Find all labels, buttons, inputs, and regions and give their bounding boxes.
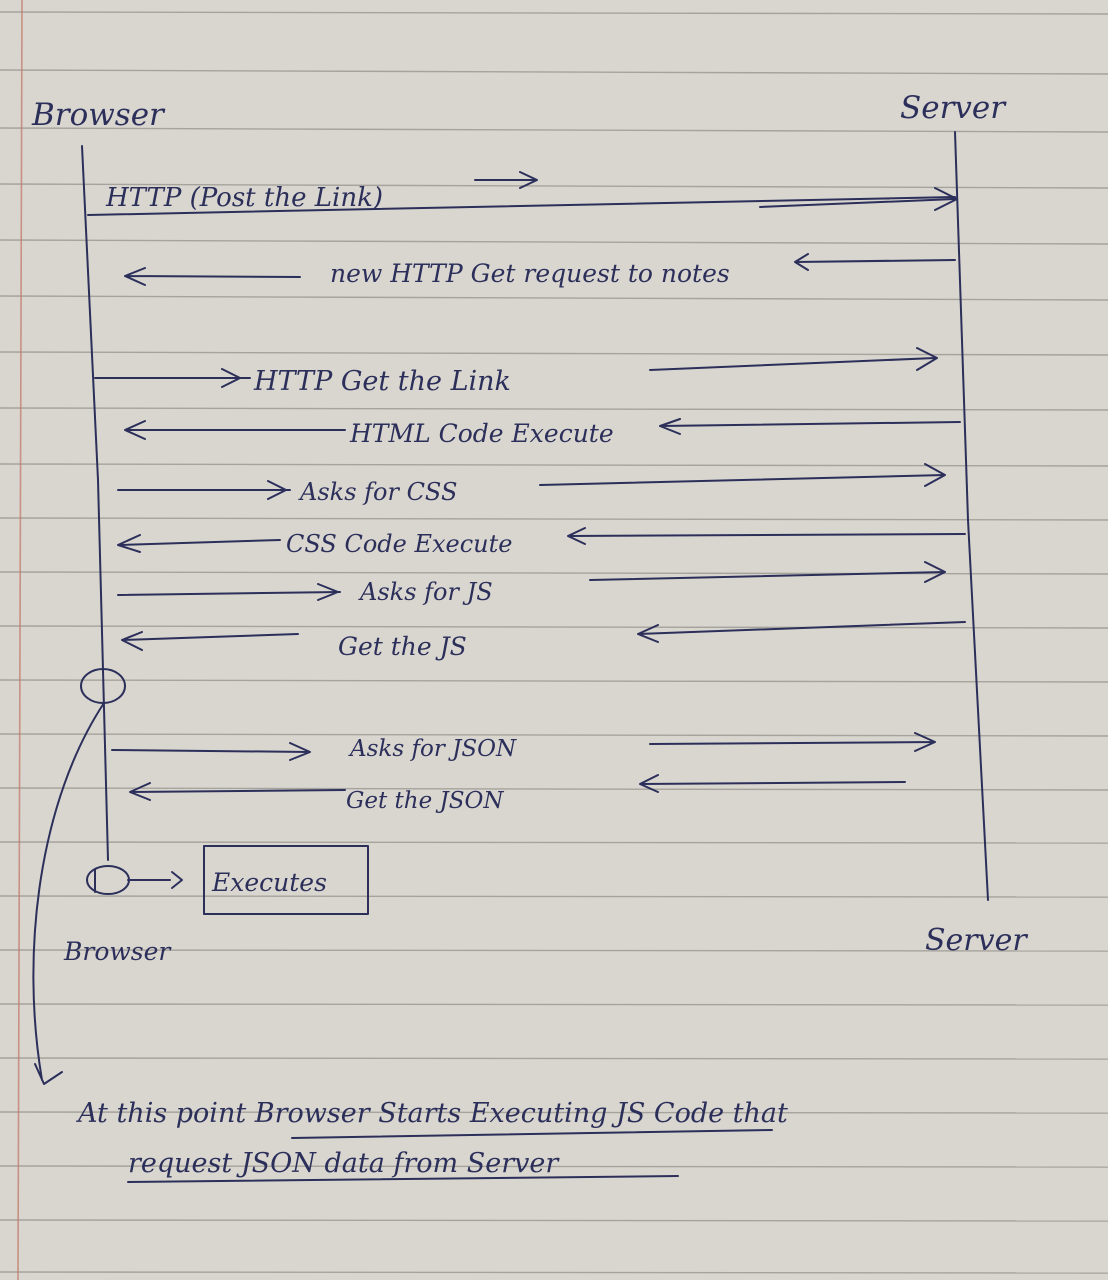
arrow-8: [121, 621, 966, 651]
server-lifeline: [954, 131, 989, 901]
browser-lifeline: [81, 145, 109, 861]
message-9-label: Asks for JSON: [348, 736, 517, 762]
arrow-5: [117, 463, 946, 500]
message-6-label: CSS Code Execute: [286, 530, 512, 558]
browser-title-bottom: Browser: [63, 937, 172, 966]
circle-marker-bottom: [86, 865, 130, 895]
note-underline-1: [291, 1129, 773, 1139]
arrow-2: [124, 253, 956, 286]
note-line-1: At this point Browser Starts Executing J…: [75, 1098, 788, 1129]
arrow-6: [117, 527, 966, 553]
message-8-label: Get the JS: [338, 632, 467, 661]
server-title-bottom: Server: [925, 923, 1028, 958]
curved-pointer-arrow: [32, 702, 105, 1085]
message-7-label: Asks for JS: [358, 578, 493, 606]
arrow-9: [111, 732, 936, 761]
executes-box: [203, 845, 369, 915]
message-3-label: HTTP Get the Link: [253, 366, 511, 397]
message-10-label: Get the JSON: [346, 788, 504, 814]
arrow-4: [124, 418, 961, 440]
message-4-label: HTML Code Execute: [349, 419, 614, 448]
message-1-label: HTTP (Post the Link): [105, 183, 383, 213]
note-line-2: request JSON data from Server: [128, 1148, 560, 1179]
server-title-top: Server: [900, 90, 1007, 126]
arrow-1: [87, 171, 958, 216]
arrow-7: [117, 561, 946, 601]
message-5-label: Asks for CSS: [298, 478, 457, 506]
browser-title-top: Browser: [31, 97, 166, 133]
margin-line: [17, 0, 23, 1280]
arrow-3: [94, 347, 938, 388]
message-2-label: new HTTP Get request to notes: [330, 259, 730, 288]
note-underline-2: [127, 1175, 679, 1183]
arrow-10: [129, 774, 906, 801]
executes-pointer: [127, 871, 183, 889]
executes-label: Executes: [211, 868, 327, 897]
